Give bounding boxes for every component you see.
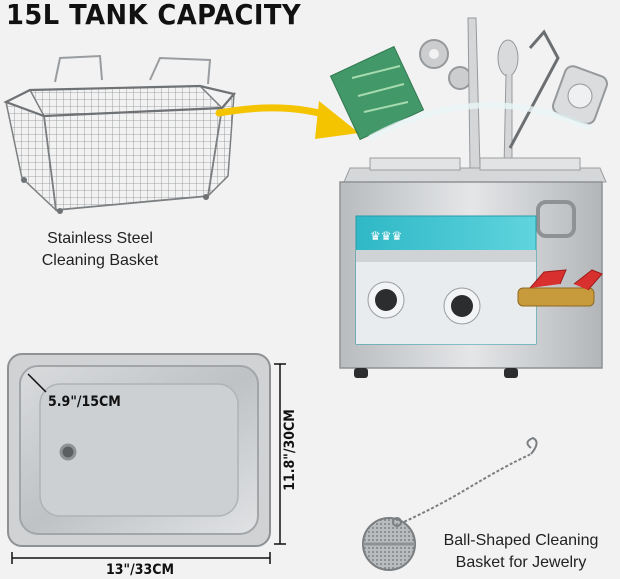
depth-dimension-label: 5.9"/15CM <box>48 394 121 410</box>
width-dimension-label: 13"/33CM <box>106 562 174 578</box>
basket-caption-line2: Cleaning Basket <box>41 252 159 269</box>
ultrasonic-cleaner-icon: ♛♛♛ <box>329 17 608 378</box>
height-dimension-label: 11.8"/30CM <box>282 409 298 491</box>
jewelry-caption: Ball-Shaped Cleaning Basket for Jewelry <box>426 530 616 574</box>
wire-basket-icon <box>3 54 237 214</box>
arrow-icon <box>215 101 359 139</box>
jewelry-caption-line2: Basket for Jewelry <box>455 554 587 571</box>
headline: 15L TANK CAPACITY <box>6 0 302 31</box>
basket-caption-line1: Stainless Steel <box>47 230 153 247</box>
height-dimension-line <box>274 363 286 545</box>
jewelry-caption-line1: Ball-Shaped Cleaning <box>443 532 599 549</box>
width-dimension-line <box>11 552 271 564</box>
svg-text:♛♛♛: ♛♛♛ <box>370 229 402 243</box>
basket-caption: Stainless Steel Cleaning Basket <box>20 228 180 272</box>
steel-tank-tray-icon <box>7 353 271 547</box>
mesh-ball-icon <box>362 436 538 571</box>
